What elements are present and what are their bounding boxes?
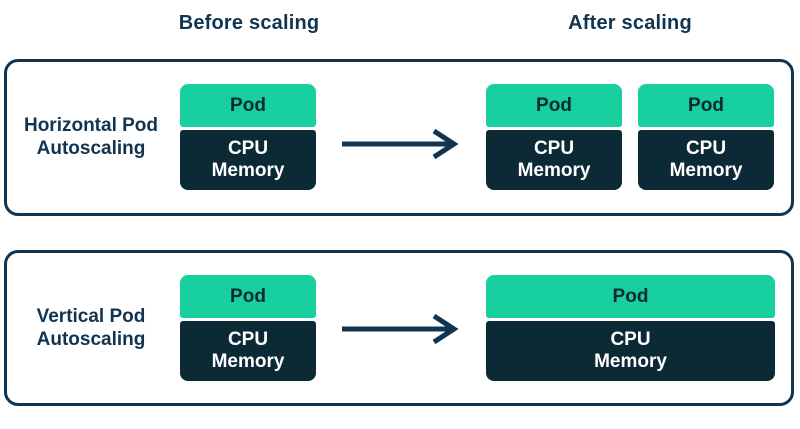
column-header-after-scaling: After scaling	[568, 12, 692, 34]
row-label-line: Autoscaling	[36, 329, 146, 350]
panel-horizontal-pod-autoscaling	[4, 59, 794, 216]
pod-resources: CPU Memory	[638, 130, 774, 190]
column-header-before-scaling: Before scaling	[178, 12, 320, 34]
pod-hpa-before: Pod CPU Memory	[180, 84, 316, 190]
pod-resource-memory: Memory	[211, 351, 285, 372]
pod-resource-cpu: CPU	[227, 329, 269, 350]
pod-title: Pod	[486, 84, 622, 127]
pod-resources: CPU Memory	[180, 130, 316, 190]
pod-resource-memory: Memory	[211, 160, 285, 181]
pod-resource-memory: Memory	[594, 351, 667, 372]
pod-hpa-after-2: Pod CPU Memory	[638, 84, 774, 190]
pod-vpa-before: Pod CPU Memory	[180, 275, 316, 381]
pod-resource-memory: Memory	[517, 160, 591, 181]
pod-title: Pod	[486, 275, 775, 318]
pod-title: Pod	[180, 84, 316, 127]
pod-title: Pod	[180, 275, 316, 318]
pod-title: Pod	[638, 84, 774, 127]
panel-vertical-pod-autoscaling	[4, 250, 794, 406]
pod-resources: CPU Memory	[486, 130, 622, 190]
pod-resources: CPU Memory	[486, 321, 775, 381]
pod-resource-memory: Memory	[669, 160, 743, 181]
arrow-right-icon	[340, 313, 462, 345]
pod-resource-cpu: CPU	[610, 329, 651, 350]
row-label-vertical-pod-autoscaling: Vertical Pod Autoscaling	[0, 305, 182, 351]
row-label-horizontal-pod-autoscaling: Horizontal Pod Autoscaling	[0, 114, 182, 160]
pod-resource-cpu: CPU	[685, 138, 727, 159]
pod-hpa-after-1: Pod CPU Memory	[486, 84, 622, 190]
pod-resource-cpu: CPU	[533, 138, 575, 159]
pod-vpa-after-scaled-up: Pod CPU Memory	[486, 275, 775, 381]
row-label-line: Horizontal Pod	[23, 115, 159, 136]
row-label-line: Autoscaling	[36, 138, 146, 159]
pod-resources: CPU Memory	[180, 321, 316, 381]
pod-resource-cpu: CPU	[227, 138, 269, 159]
arrow-right-icon	[340, 128, 462, 160]
row-label-line: Vertical Pod	[36, 306, 146, 327]
